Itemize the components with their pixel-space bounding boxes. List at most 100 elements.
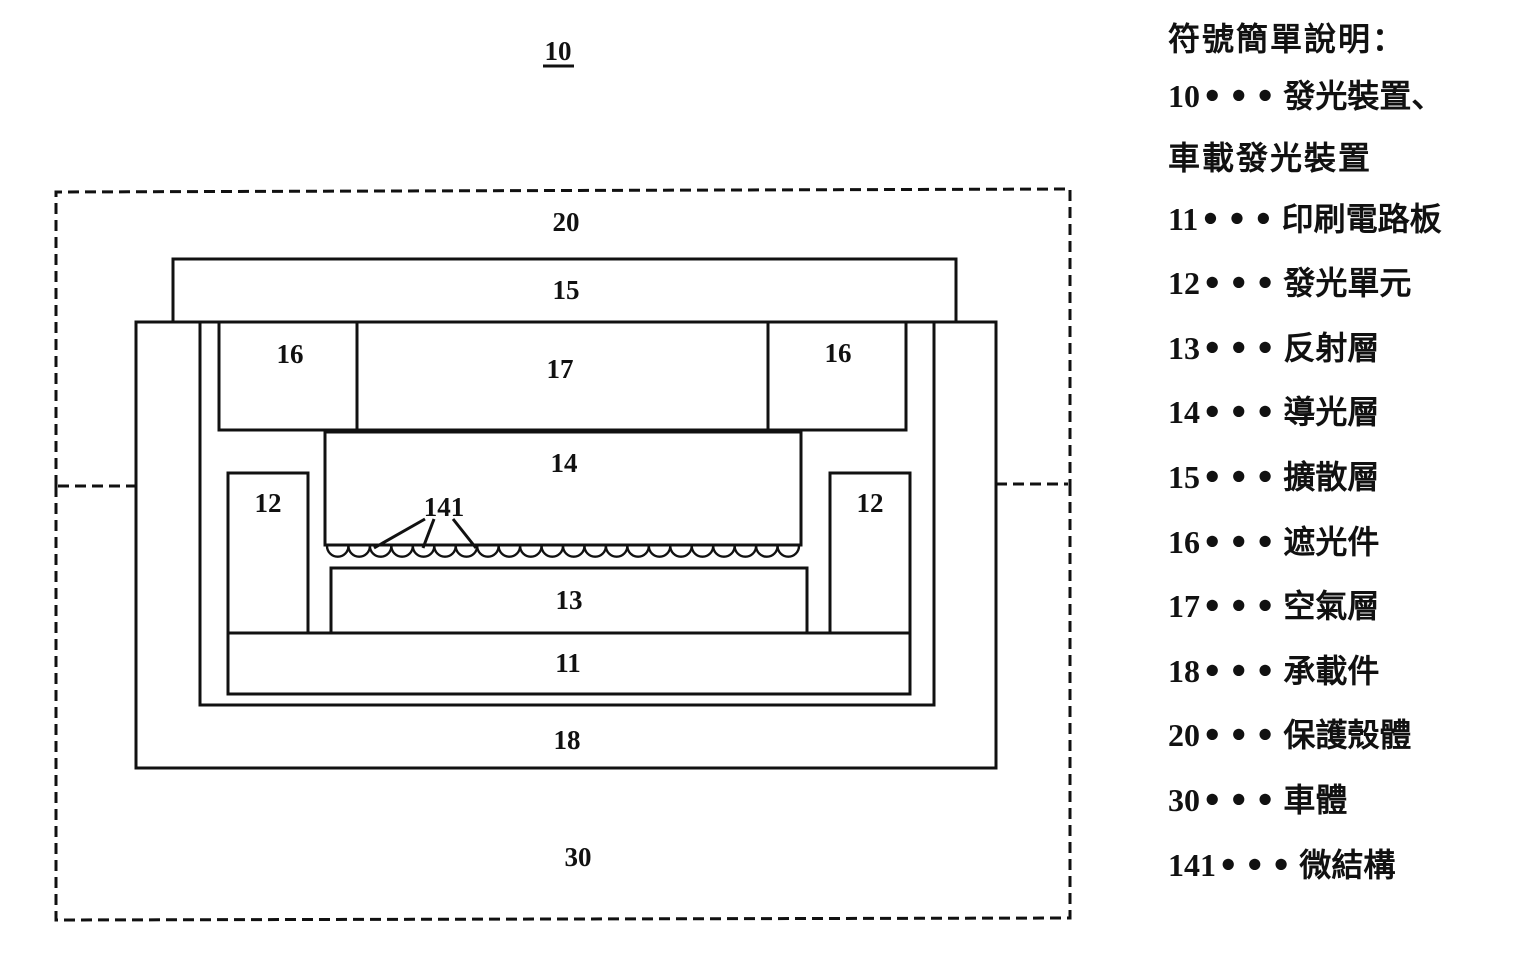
leader-line-141 [421, 518, 436, 549]
legend-item-number: 18 [1168, 652, 1200, 689]
legend-item: 16•••遮光件 [1168, 510, 1527, 575]
legend-item-number: 14 [1168, 394, 1200, 431]
micro-structure [604, 545, 629, 558]
leader-line-141 [373, 517, 426, 550]
micro-structure [325, 545, 350, 558]
legend-item-description: 空氣層 [1283, 587, 1380, 626]
legend-item-dots: ••• [1202, 393, 1282, 432]
micro-structure [754, 545, 779, 558]
legend-item-description: 導光層 [1283, 393, 1380, 432]
micro-structure [433, 545, 457, 558]
micro-structure [411, 545, 436, 558]
legend-item-dots: ••• [1202, 587, 1282, 626]
legend-item-number: 13 [1168, 329, 1200, 366]
micro-structure [454, 545, 479, 558]
legend-item-description: 擴散層 [1283, 457, 1380, 496]
legend-item-dots: ••• [1202, 780, 1282, 819]
label-20: 20 [553, 207, 580, 237]
label-17: 17 [547, 354, 574, 384]
legend-item-dots: ••• [1202, 651, 1282, 690]
legend-item-number: 12 [1168, 265, 1200, 302]
legend-title: 符號簡單說明： [1168, 20, 1407, 58]
legend-item-description: 保護殼體 [1283, 716, 1412, 755]
legend-item: 12•••發光單元 [1168, 251, 1527, 316]
micro-structure [540, 545, 565, 558]
legend-item-description: 承載件 [1283, 651, 1380, 690]
micro-structure [561, 545, 586, 558]
legend-item-dots: ••• [1202, 77, 1282, 115]
legend-item-description: 遮光件 [1283, 522, 1380, 561]
micro-structure [733, 545, 758, 558]
label-13: 13 [556, 585, 583, 615]
cross-section-diagram: 10 20 15 16 16 17 14 141 12 12 13 11 18 … [54, 36, 1072, 922]
legend-item: 13•••反射層 [1168, 316, 1527, 381]
micro-structure [497, 545, 522, 558]
light-blocking-left-16 [217, 320, 359, 432]
micro-structure [347, 545, 372, 558]
carrier-cavity [198, 322, 936, 707]
legend-item: 11•••印刷電路板 [1168, 187, 1527, 252]
legend-item: 17•••空氣層 [1168, 574, 1527, 639]
label-14: 14 [551, 448, 578, 478]
micro-structure [690, 545, 715, 558]
legend-item-dots: ••• [1218, 845, 1298, 884]
legend-item-description: 印刷電路板 [1281, 199, 1442, 238]
legend-item-dots: ••• [1202, 264, 1282, 303]
printed-circuit-board-11 [226, 631, 912, 696]
label-16-right: 16 [825, 338, 852, 368]
legend-item-number: 10 [1168, 78, 1200, 114]
diffusion-layer-15 [171, 257, 958, 322]
legend-item: 20•••保護殼體 [1168, 703, 1527, 768]
legend-item-description: 發光裝置、 [1283, 77, 1444, 115]
micro-structure [711, 545, 736, 558]
vehicle-body-30 [54, 486, 1072, 922]
micro-structure [390, 545, 415, 558]
leader-line-141 [451, 518, 478, 549]
legend-item-dots: ••• [1202, 457, 1282, 496]
legend-item-number: 11 [1168, 200, 1199, 237]
micro-structure [475, 545, 500, 558]
protective-shell-20 [54, 187, 1072, 486]
legend-item-dots: ••• [1200, 199, 1280, 238]
legend-item-number: 17 [1168, 588, 1200, 625]
micro-structure [583, 545, 608, 558]
legend-item: 18•••承載件 [1168, 639, 1527, 704]
legend-item-number: 16 [1168, 523, 1200, 560]
micro-structure [518, 545, 543, 558]
label-15: 15 [553, 275, 580, 305]
label-16-left: 16 [277, 339, 304, 369]
micro-structure [647, 545, 672, 558]
legend-item: 14•••導光層 [1168, 380, 1527, 445]
carrier-18 [134, 320, 998, 770]
legend-item-dots: ••• [1202, 328, 1282, 367]
label-30: 30 [565, 842, 592, 872]
micro-structure [626, 545, 651, 558]
micro-structures-141 [325, 545, 801, 558]
legend-item-description: 反射層 [1283, 328, 1380, 367]
label-12-left: 12 [255, 488, 282, 518]
figure-ref-label: 10 [545, 36, 572, 66]
legend-item-description: 發光單元 [1283, 264, 1412, 303]
label-12-right: 12 [857, 488, 884, 518]
legend-item-dots: ••• [1202, 716, 1282, 755]
light-guide-layer-14 [323, 430, 803, 547]
legend-item-dots: ••• [1202, 522, 1282, 561]
micro-structure [669, 545, 693, 558]
legend-item-continuation: 車載發光裝置 [1168, 138, 1373, 177]
label-141: 141 [424, 492, 465, 522]
legend-item: 15•••擴散層 [1168, 445, 1527, 510]
legend-item-number: 20 [1168, 717, 1200, 754]
legend-item-number: 141 [1168, 846, 1216, 883]
micro-structure [368, 545, 393, 558]
label-11: 11 [555, 648, 581, 678]
legend-item: 10•••發光裝置、 [1168, 64, 1527, 129]
legend-item: 141•••微結構 [1168, 833, 1527, 898]
micro-structure [776, 545, 801, 558]
legend-item-description: 車體 [1283, 780, 1348, 819]
light-blocking-right-16 [766, 320, 908, 432]
legend-item-description: 微結構 [1299, 845, 1396, 884]
legend-item-number: 15 [1168, 458, 1200, 495]
legend-item-number: 30 [1168, 781, 1200, 818]
label-18: 18 [554, 725, 581, 755]
